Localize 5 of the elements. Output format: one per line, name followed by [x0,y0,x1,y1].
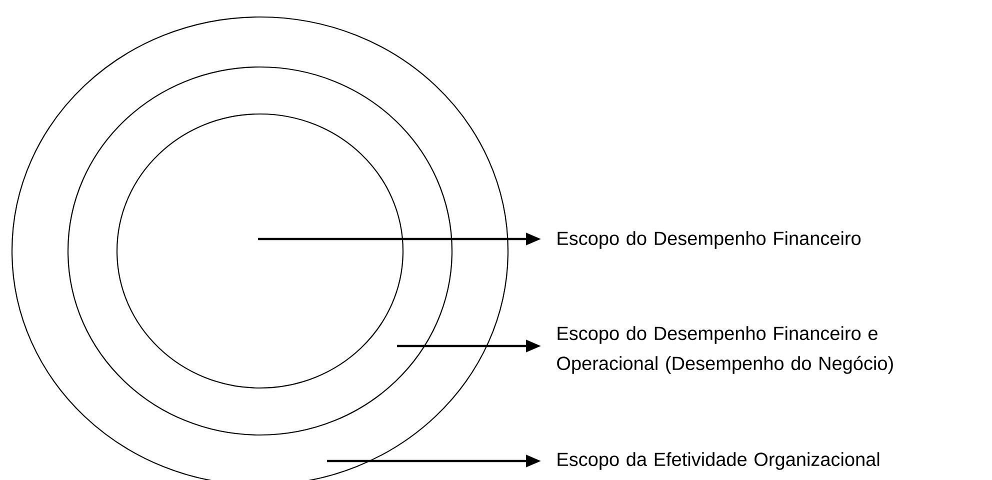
scope-label: Escopo da Efetividade Organizacional [558,452,880,470]
ring-ellipse [116,113,404,389]
scope-label: Escopo do Desempenho Financeiro e Operacional (Desempenho do Negócio) [557,326,893,374]
ring-ellipse [67,66,453,436]
scope-label: Escopo do Desempenho Financeiro [558,231,861,249]
